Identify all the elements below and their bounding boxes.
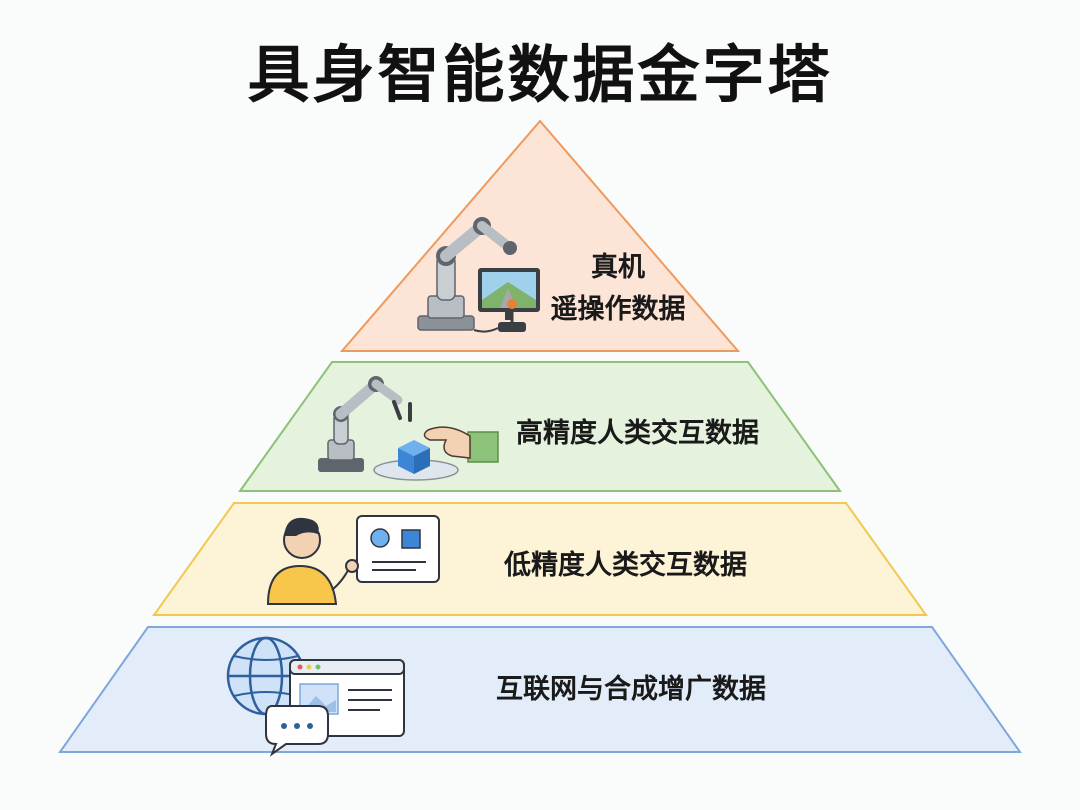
tier-4-label: 互联网与合成增广数据 <box>496 674 766 705</box>
hand-icon <box>423 426 499 463</box>
tier-3-label: 低精度人类交互数据 <box>504 550 747 581</box>
pyramid-tier-3 <box>152 502 928 616</box>
person-icon <box>266 517 359 605</box>
chat-bubble-icon <box>265 705 329 757</box>
joystick-icon <box>473 299 526 333</box>
touch-screen-icon <box>356 515 440 583</box>
robot-arm-icon <box>417 217 517 331</box>
robot-gripper-icon <box>318 376 412 472</box>
tier-1-label-line1: 真机 <box>591 252 645 283</box>
globe-icon <box>226 636 306 716</box>
tier-2-label: 高精度人类交互数据 <box>516 418 759 449</box>
page-title: 具身智能数据金字塔 <box>247 38 833 111</box>
cube-icon <box>373 440 459 481</box>
tier-1-label-line2: 遥操作数据 <box>550 294 686 325</box>
